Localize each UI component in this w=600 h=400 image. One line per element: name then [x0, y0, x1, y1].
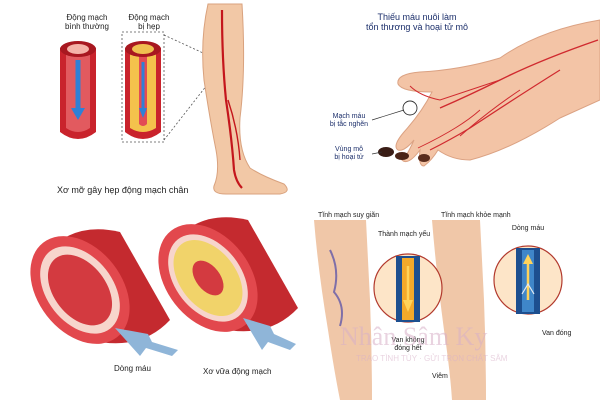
label-atherosclerosis: Xơ vữa động mạch: [203, 367, 272, 376]
label-healthy-vein: Tĩnh mạch khỏe mạnh: [441, 212, 511, 219]
watermark-slogan: TRAO TÌNH TÙY · GỬI TRỌN CHẤT SÂM: [356, 354, 508, 363]
label-blood-flow: Dòng máu: [114, 364, 151, 373]
label-varicose-vein: Tĩnh mạch suy giãn: [318, 212, 380, 219]
leg: [202, 3, 288, 195]
normal-vessel-tube: [30, 229, 178, 356]
label-valve-not-closed: Van không đóng hết: [391, 337, 425, 353]
normal-artery: [60, 41, 96, 139]
label-blocked-vessel: Mạch máu bị tắc nghẽn: [329, 113, 369, 129]
label-blood-flow-vein: Dòng máu: [511, 225, 545, 232]
hand: [371, 19, 600, 167]
caption-leg-artery: Xơ mỡ gây hẹp động mạch chân: [57, 185, 189, 195]
label-valve-closed: Van đóng: [542, 330, 572, 337]
diseased-vein-zoom: [373, 253, 443, 323]
label-weak-wall: Thành mạch yếu: [378, 231, 431, 238]
watermark-brand: Nhân Sâm Ky: [340, 322, 488, 351]
legs: [314, 220, 486, 400]
label-inflammation: Viêm: [432, 373, 448, 380]
label-narrowed-artery: Động mạch bị hẹp: [128, 13, 170, 32]
title-hand-ischemia: Thiếu máu nuôi làm tổn thương và hoại tử…: [365, 12, 468, 33]
narrowed-artery: [125, 41, 161, 139]
atherosclerosis-vessel-tube: [158, 217, 298, 350]
label-normal-artery: Động mạch bình thường: [65, 13, 109, 32]
healthy-vein-zoom: [493, 245, 563, 315]
label-necrosis-area: Vùng mô bị hoại tử: [334, 146, 364, 162]
